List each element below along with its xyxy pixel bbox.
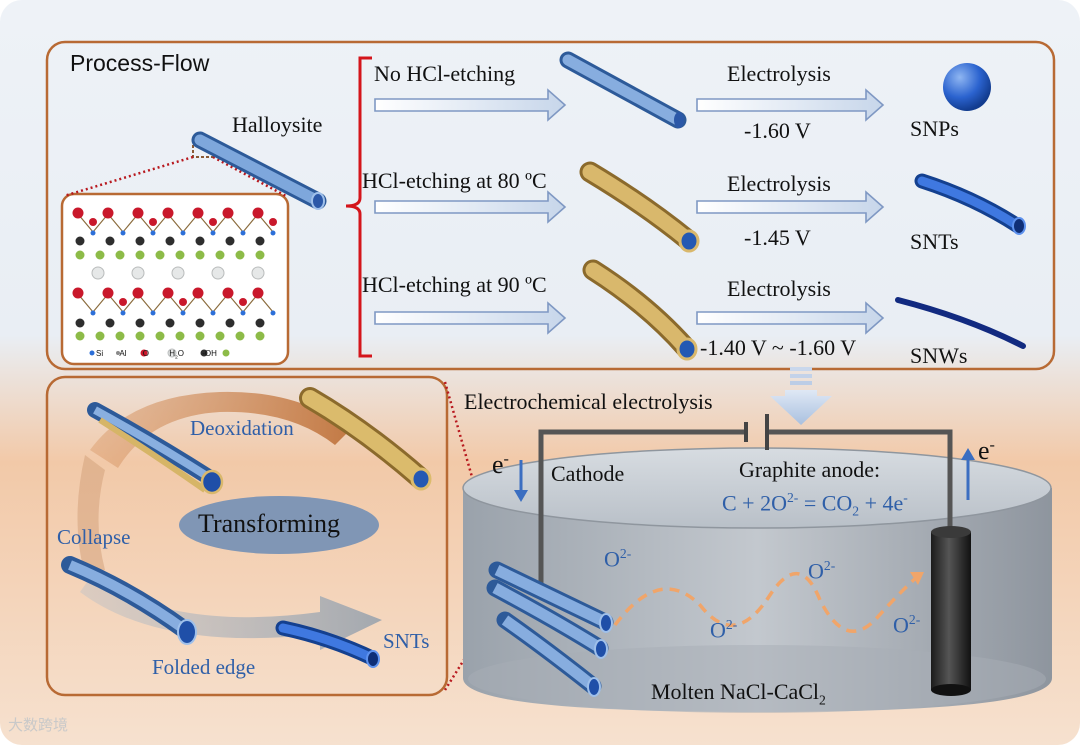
eq-left: C + 2O	[722, 490, 787, 516]
legend-h: H	[169, 349, 175, 358]
ion1-o: O	[604, 546, 620, 572]
legend-al: Al	[119, 349, 127, 358]
halloysite-label: Halloysite	[232, 112, 323, 137]
oxygen-ion-2: O2-	[710, 617, 737, 643]
legend-o: O	[142, 349, 149, 358]
route1-product-label: SNPs	[910, 116, 959, 141]
route3-step-label: Electrolysis	[727, 276, 831, 301]
snw-wire-product	[895, 297, 1026, 349]
anode-equation: C + 2O2- = CO2 + 4e-	[722, 490, 908, 520]
deoxidation-label: Deoxidation	[190, 416, 294, 440]
snt-tube-product	[914, 173, 1026, 235]
oxygen-ion-1: O2-	[604, 546, 631, 572]
transforming-label: Transforming	[198, 509, 341, 538]
gold-tube-transform	[299, 387, 432, 491]
snt-small-tube	[275, 620, 380, 668]
molten-salt-label: Molten NaCl-CaCl2	[651, 679, 826, 708]
cathode-label: Cathode	[551, 461, 625, 486]
crystal-legend: Si Al O H2O -OH	[96, 349, 223, 361]
electron-left-label: e-	[492, 450, 509, 480]
transform-frame	[45, 375, 449, 697]
process-flow-frame	[45, 40, 1056, 371]
route1-voltage-label: -1.60 V	[744, 118, 811, 143]
crystal-structure-inset	[60, 192, 290, 366]
folded-edge-label: Folded edge	[152, 655, 256, 679]
zoom-link-right	[212, 155, 287, 198]
eq-charge: 2-	[786, 490, 799, 505]
oxygen-ion-3: O2-	[808, 558, 835, 584]
snts-transform-label: SNTs	[383, 629, 430, 653]
anode-label: Graphite anode:	[739, 457, 881, 482]
graphite-anode	[931, 526, 971, 696]
process-arrows	[374, 88, 885, 335]
ion2-charge: 2-	[725, 617, 738, 632]
branch-bracket	[345, 56, 372, 358]
melt-sub: 2	[819, 692, 826, 708]
route1-etching-label: No HCl-etching	[374, 61, 516, 86]
collapse-label: Collapse	[57, 525, 131, 549]
down-arrow	[770, 367, 832, 425]
cell-title: Electrochemical electrolysis	[464, 389, 713, 414]
ion3-o: O	[808, 558, 824, 584]
route2-etching-label: HCl-etching at 80 ºC	[362, 168, 547, 193]
legend-si: Si	[96, 349, 104, 358]
electron-right-e: e	[978, 436, 990, 465]
collapsed-tube	[61, 556, 197, 645]
electrolysis-vessel	[462, 447, 1052, 713]
ion4-charge: 2-	[908, 612, 921, 627]
electron-left-e: e	[492, 450, 504, 479]
etched-tube-90	[582, 259, 698, 361]
melt-left: Molten NaCl-CaCl	[651, 679, 820, 704]
route3-voltage-label: -1.40 V ~ -1.60 V	[700, 335, 857, 360]
eq-minus: -	[903, 490, 908, 505]
process-flow-title: Process-Flow	[70, 50, 210, 76]
electron-left-sup: -	[503, 450, 509, 468]
oxygen-ion-4: O2-	[893, 612, 920, 638]
route2-step-label: Electrolysis	[727, 171, 831, 196]
legend-oh: -OH	[202, 349, 217, 358]
legend-h2o-sub: 2	[174, 355, 178, 361]
snp-sphere	[943, 63, 991, 111]
eq-sub: 2	[852, 503, 860, 519]
ion1-charge: 2-	[619, 546, 632, 561]
route3-etching-label: HCl-etching at 90 ºC	[362, 272, 547, 297]
unetched-tube	[559, 51, 687, 129]
halloysite-tube	[191, 131, 327, 210]
split-tube-top	[87, 402, 224, 495]
circuit-wires	[538, 429, 953, 585]
legend-h2o: H2O	[169, 349, 184, 361]
ion2-o: O	[710, 617, 726, 643]
eq-right: + 4e	[859, 490, 904, 516]
route1-step-label: Electrolysis	[727, 61, 831, 86]
legend-h2o-o: O	[177, 349, 184, 358]
electron-right-sup: -	[989, 436, 995, 454]
ion4-o: O	[893, 612, 909, 638]
route2-product-label: SNTs	[910, 229, 959, 254]
route2-voltage-label: -1.45 V	[744, 225, 811, 250]
cathode-tubes	[486, 561, 614, 697]
etched-tube-80	[579, 161, 700, 253]
electron-right-label: e-	[978, 436, 995, 466]
route3-product-label: SNWs	[910, 343, 968, 368]
eq-mid: = CO	[798, 490, 853, 516]
watermark: 大数跨境	[8, 716, 69, 734]
ion3-charge: 2-	[823, 558, 836, 573]
transforming-oval	[179, 496, 379, 554]
